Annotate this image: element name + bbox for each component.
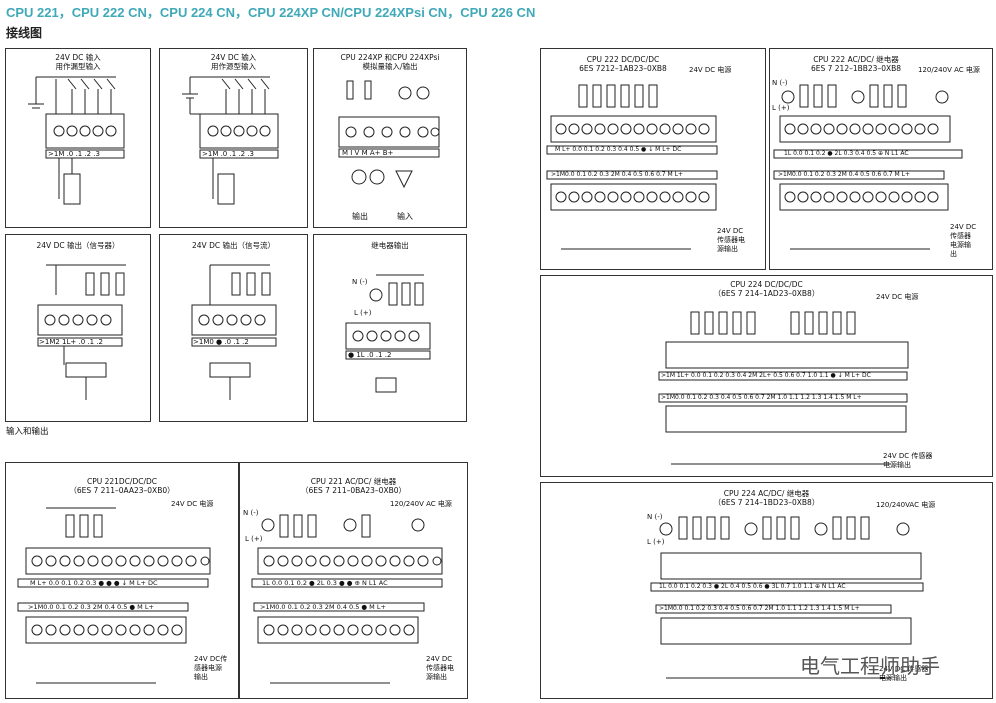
output-terminal-strip: 1L 0.0 0.1 0.2 ● 2L 0.3 0.4 0.5 ⊕ N L1 A… [784,150,909,157]
line-label: L (+) [245,535,263,543]
output-terminal-strip: 1L 0.0 0.1 0.2 0.3 ● 2L 0.4 0.5 0.6 ● 3L… [659,583,846,590]
power-label: 24V DC 电源 [876,293,919,301]
panel-caption: 24V DC 输出（信号流） [192,241,275,250]
sensor-supply-label: 24V DC 传感器 电源输 出 [950,223,977,258]
terminal-strip: ● 1L .0 .1 .2 [348,351,392,359]
wiring-diagram [546,84,718,250]
panel-sourcing-input: 24V DC 输入 用作源型输入 >1M .0 .1 .2 .3 [159,48,308,228]
cpu-title: CPU 222 DC/DC/DC [586,55,660,64]
output-terminal-strip: M L+ 0.0 0.1 0.2 0.3 0.4 0.5 ● ↓ M L+ DC [555,146,682,153]
power-label: 120/240V AC 电源 [390,500,452,508]
cpu-order-number: 6ES 7 212–1BB23–0XB8 [810,64,902,73]
panel-analog-io: CPU 224XP 和CPU 224XPsi 模拟量输入/输出 M I V M … [313,48,467,228]
output-label: 输出 [352,212,368,221]
neutral-label: N (-) [243,509,259,517]
cpu-order-number: （6ES 7 211–0BA23–0XB0） [300,486,407,495]
line-label: L (+) [647,538,665,546]
panel-cpu222-dc: CPU 222 DC/DC/DC 6ES 7212–1AB23–0XB8 24V… [540,48,766,270]
panel-dc-output-sink: 24V DC 输出（信号流） >1M0 ● .0 .1 .2 [159,234,308,422]
panel-caption: 24V DC 输入 用作漏型输入 [55,53,101,71]
io-note: 输入和输出 [6,427,49,437]
panel-cpu224-dc: CPU 224 DC/DC/DC （6ES 7 214–1AD23–0XB8） … [540,275,993,477]
sensor-supply-label: 24V DC 传感器 电源输出 [879,665,929,682]
panel-caption: 24V DC 输出（信号器） [36,241,120,250]
cpu-order-number: （6ES 7 214–1AD23–0XB8） [713,289,820,298]
terminal-strip: >1M .0 .1 .2 .3 [202,150,254,158]
page-title: CPU 221，CPU 222 CN，CPU 224 CN，CPU 224XP … [6,5,536,20]
panel-sinking-input: 24V DC 输入 用作漏型输入 >1M .0 .1 .2 .3 [5,48,151,228]
input-terminal-strip: >1M0.0 0.1 0.2 0.3 2M 0.4 0.5 ● M L+ [260,603,386,611]
cpu-title: CPU 222 AC/DC/ 继电器 [813,55,899,64]
panel-caption: 24V DC 输入 用作源型输入 [210,53,257,71]
sensor-supply-label: 24V DC 传感器 电源输出 [883,452,933,469]
input-terminal-strip: >1M0.0 0.1 0.2 0.3 0.4 0.5 0.6 0.7 2M 1.… [659,605,860,612]
sensor-supply-label: 24V DC 传感器电 源输出 [426,655,454,681]
wiring-diagram [345,274,431,393]
watermark: 电气工程师助手 [800,654,940,678]
power-label: 24V DC 电源 [171,500,214,508]
wiring-diagram [338,80,440,189]
wiring-diagram [17,507,211,684]
neutral-label: N (-) [647,513,663,521]
input-label: 输入 [397,212,413,221]
panel-caption: 继电器输出 [371,241,409,250]
output-terminal-strip: 1L 0.0 0.1 0.2 ● 2L 0.3 ● ● ⊕ N L1 AC [262,579,388,587]
wiring-diagram [37,264,126,400]
power-label: 120/240VAC 电源 [876,501,936,509]
sensor-supply-label: 24V DC 传感器电 源输出 [717,227,745,253]
panel-cpu221-ac: CPU 221 AC/DC/ 继电器 （6ES 7 211–0BA23–0XB0… [239,462,468,699]
input-terminal-strip: >1M0.0 0.1 0.2 0.3 2M 0.4 0.5 0.6 0.7 M … [551,171,683,178]
neutral-label: N (-) [772,79,788,87]
terminal-strip: >1M .0 .1 .2 .3 [48,150,100,158]
wiring-diagram [191,264,277,400]
wiring-diagram [658,311,909,465]
neutral-label: N (-) [352,278,368,286]
panel-cpu221-dc: CPU 221DC/DC/DC （6ES 7 211–0AA23–0XB0） 2… [5,462,239,699]
cpu-order-number: 6ES 7212–1AB23–0XB8 [579,64,667,73]
input-terminal-strip: >1M0.0 0.1 0.2 0.3 0.4 0.5 0.6 0.7 2M 1.… [661,394,862,401]
cpu-title: CPU 224 DC/DC/DC [730,280,803,289]
wiring-diagram [650,516,924,679]
terminal-strip: >1M2 1L+ .0 .1 .2 [39,338,103,346]
cpu-title: CPU 221DC/DC/DC [86,477,158,486]
power-label: 24V DC 电源 [689,66,732,74]
cpu-title: CPU 221 AC/DC/ 继电器 [310,477,397,486]
line-label: L (+) [772,104,790,112]
output-terminal-strip: M L+ 0.0 0.1 0.2 0.3 ● ● ● ↓ M L+ DC [30,579,158,587]
terminal-strip: >1M0 ● .0 .1 .2 [193,338,249,346]
cpu-order-number: （6ES 7 214–1BD23–0XB8） [713,498,820,507]
sensor-supply-label: 24V DC传 感器电源 输出 [194,655,228,681]
line-label: L (+) [354,309,372,317]
output-terminal-strip: >1M 1L+ 0.0 0.1 0.2 0.3 0.4 2M 2L+ 0.5 0… [661,372,871,379]
panel-caption: CPU 224XP 和CPU 224XPsi 模拟量输入/输出 [340,53,440,71]
wiring-diagram [182,76,279,205]
terminal-strip: M I V M A+ B+ [342,149,394,157]
wiring-diagram [28,76,125,205]
input-terminal-strip: >1M0.0 0.1 0.2 0.3 2M 0.4 0.5 ● M L+ [28,603,154,611]
panel-cpu224-ac: CPU 224 AC/DC/ 继电器 （6ES 7 214–1BD23–0XB8… [540,482,993,699]
panel-cpu222-ac: CPU 222 AC/DC/ 继电器 6ES 7 212–1BB23–0XB8 … [769,48,993,270]
cpu-title: CPU 224 AC/DC/ 继电器 [723,489,810,498]
input-terminal-strip: >1M0.0 0.1 0.2 0.3 2M 0.4 0.5 0.6 0.7 M … [778,171,910,178]
panel-relay-output: 继电器输出 N (-) L (+) ● 1L .0 .1 .2 [313,234,467,422]
cpu-order-number: （6ES 7 211–0AA23–0XB0） [69,486,175,495]
wiring-diagram [773,84,963,250]
panel-dc-output-signal: 24V DC 输出（信号器） >1M2 1L+ .0 .1 .2 [5,234,151,422]
power-label: 120/240V AC 电源 [918,66,980,74]
wiring-diagram [251,514,443,684]
page-subtitle: 接线图 [6,26,43,40]
